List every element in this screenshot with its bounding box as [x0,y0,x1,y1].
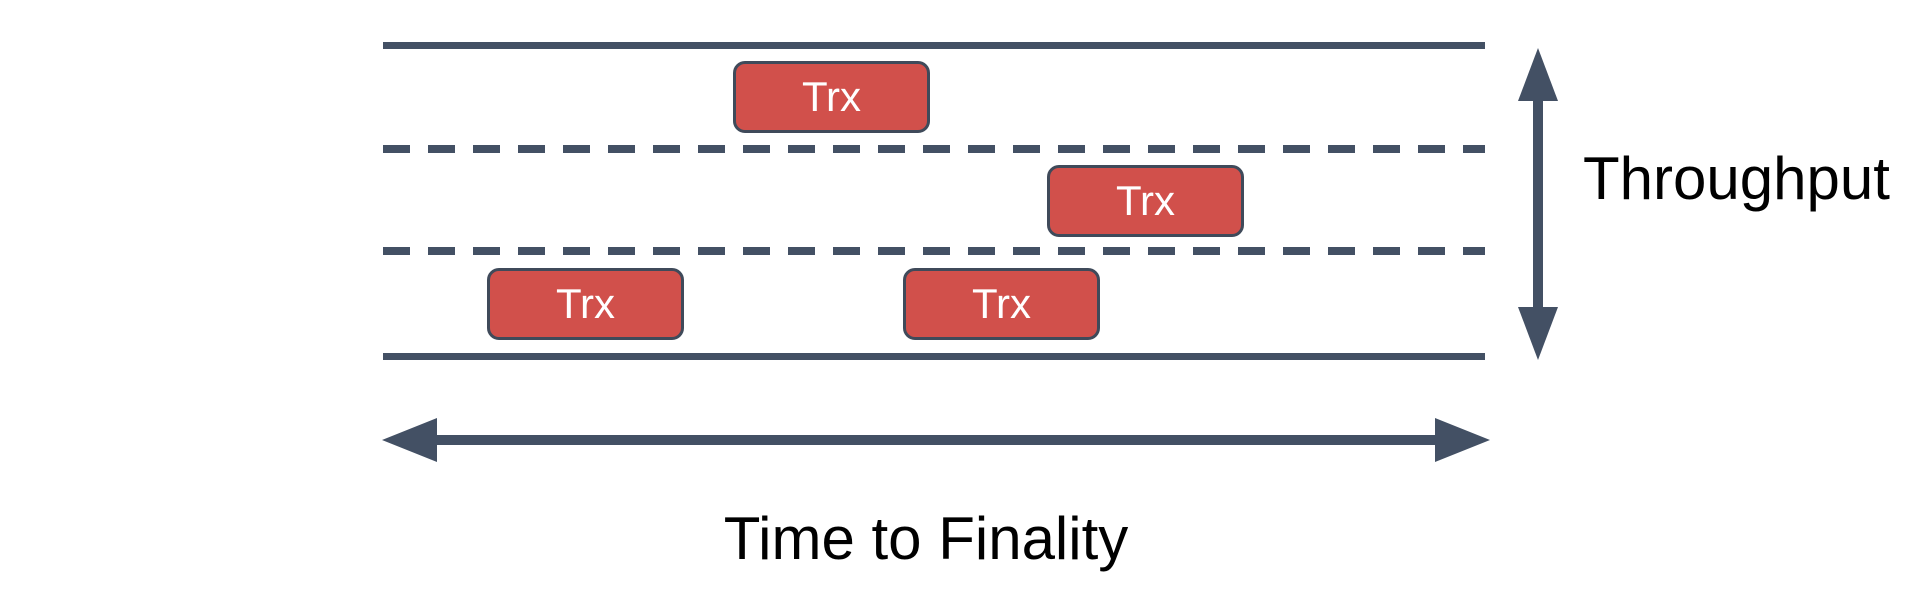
throughput-axis-label: Throughput [1583,145,1890,212]
lane-divider-dashed-line-2 [383,247,1485,255]
time-to-finality-double-arrow-icon [382,418,1490,462]
trx-box-bottom-lane-middle: Trx [903,268,1100,340]
lane-divider-dashed-line-1 [383,145,1485,153]
trx-box-label: Trx [555,280,616,327]
lane-boundary-top-line [383,42,1485,49]
trx-box-middle-lane: Trx [1047,165,1244,237]
trx-box-label: Trx [1115,177,1176,224]
trx-box-label: Trx [971,280,1032,327]
trx-box-top-lane: Trx [733,61,930,133]
lane-boundary-bottom-line [383,353,1485,360]
time-to-finality-axis-label: Time to Finality [723,505,1129,572]
trx-box-label: Trx [801,73,862,120]
trx-box-bottom-lane-left: Trx [487,268,684,340]
throughput-double-arrow-icon [1518,48,1558,360]
